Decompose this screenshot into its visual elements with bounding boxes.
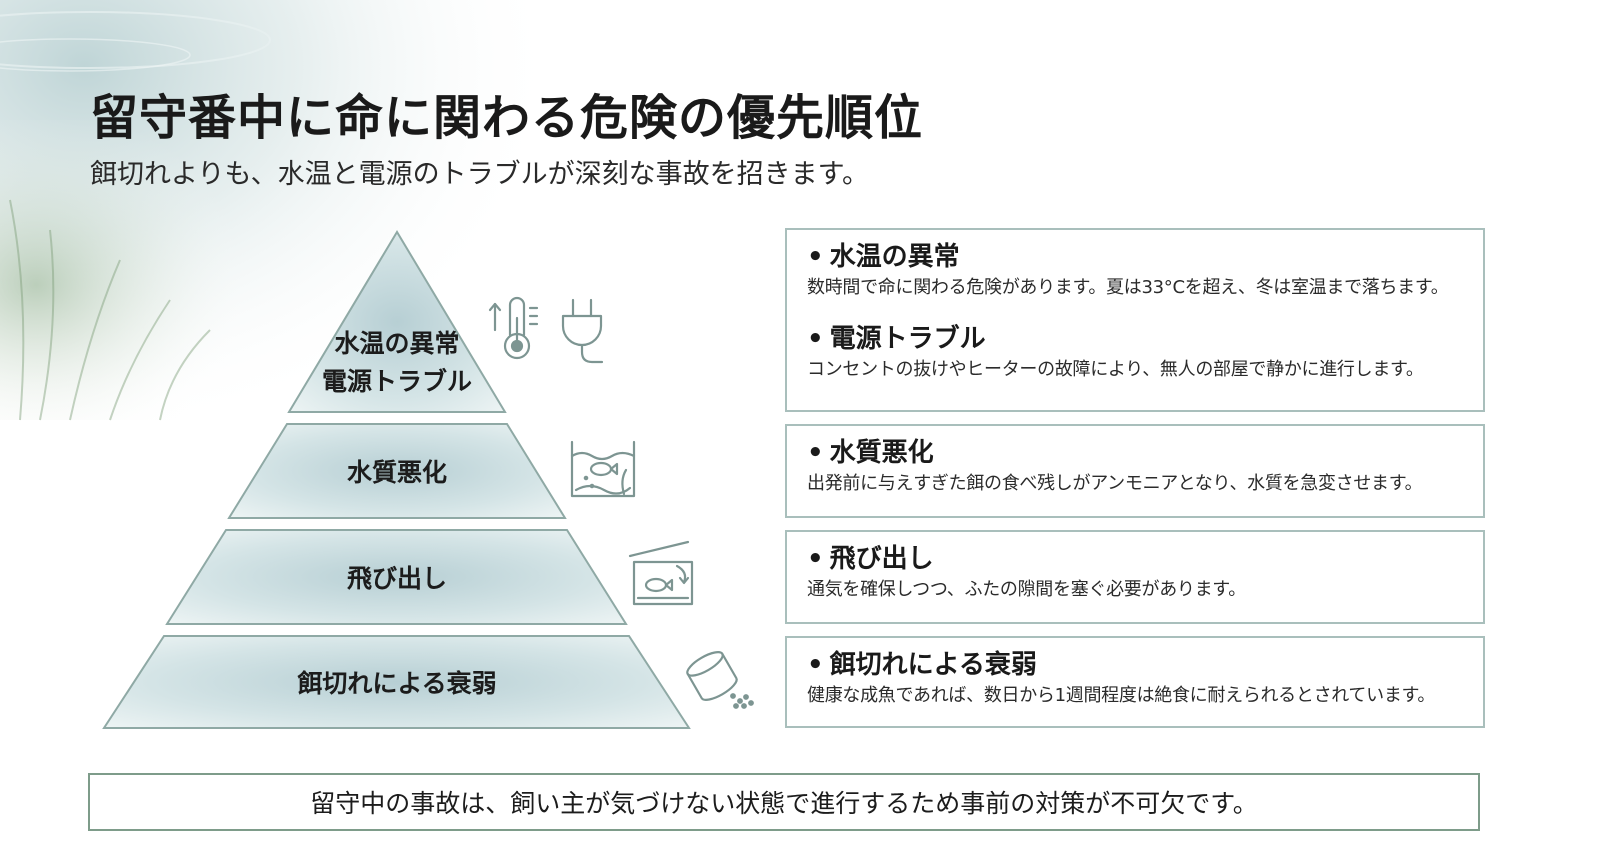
pyramid-tier-1-shape (287, 230, 507, 413)
aquarium-tank-icon (570, 440, 636, 498)
detail-heading: •電源トラブル (807, 322, 1463, 356)
detail-heading: •餌切れによる衰弱 (807, 648, 1463, 682)
detail-heading-text: 水温の異常 (829, 242, 960, 272)
bullet: • (807, 324, 824, 354)
pyramid-tier-2-shape (227, 423, 567, 519)
detail-text: 出発前に与えすぎた餌の食べ残しがアンモニアとなり、水質を急変させます。 (807, 473, 1423, 494)
thermometer-icon (488, 296, 539, 360)
pyramid-tier-2: 水質悪化 (227, 423, 567, 519)
pyramid-tier-4-label: 餌切れによる衰弱 (297, 669, 496, 698)
pyramid-tier-1-label-line-2: 電源トラブル (322, 367, 472, 396)
bullet: • (807, 438, 824, 468)
detail-text: 健康な成魚であれば、数日から1週間程度は絶食に耐えられるとされています。 (807, 685, 1436, 706)
page-title: 留守番中に命に関わる危険の優先順位 (90, 90, 924, 146)
detail-heading: •飛び出し (807, 542, 1463, 576)
pyramid-tier-4-shape (102, 635, 691, 729)
detail-item: •飛び出し 通気を確保しつつ、ふたの隙間を塞ぐ必要があります。 (807, 542, 1463, 604)
detail-text: 通気を確保しつつ、ふたの隙間を塞ぐ必要があります。 (807, 579, 1246, 600)
bullet: • (807, 544, 824, 574)
detail-item: •水温の異常 数時間で命に関わる危険があります。夏は33°Cを超え、冬は室温まで… (807, 240, 1463, 302)
pyramid-tier-1: 水温の異常 電源トラブル (287, 230, 507, 413)
footer-summary: 留守中の事故は、飼い主が気づけない状態で進行するため事前の対策が不可欠です。 (88, 773, 1480, 831)
detail-heading: •水温の異常 (807, 240, 1463, 274)
page-subtitle: 餌切れよりも、水温と電源のトラブルが深刻な事故を招きます。 (90, 159, 869, 190)
detail-heading-text: 餌切れによる衰弱 (829, 650, 1037, 680)
pyramid-tier-1-label-line-1: 水温の異常 (334, 329, 459, 358)
fish-tank-lid-icon (628, 540, 694, 606)
pyramid-tier-3-shape (165, 529, 628, 625)
detail-item: •餌切れによる衰弱 健康な成魚であれば、数日から1週間程度は絶食に耐えられるとさ… (807, 648, 1463, 710)
detail-box-4: •餌切れによる衰弱 健康な成魚であれば、数日から1週間程度は絶食に耐えられるとさ… (785, 636, 1485, 728)
detail-heading-text: 電源トラブル (829, 324, 986, 354)
pyramid-tier-3-label: 飛び出し (347, 564, 447, 593)
detail-box-3: •飛び出し 通気を確保しつつ、ふたの隙間を塞ぐ必要があります。 (785, 530, 1485, 624)
pyramid-tier-2-label: 水質悪化 (347, 458, 447, 487)
pyramid-tier-4: 餌切れによる衰弱 (102, 635, 691, 729)
bullet: • (807, 242, 824, 272)
bullet: • (807, 650, 824, 680)
detail-item: •電源トラブル コンセントの抜けやヒーターの故障により、無人の部屋で静かに進行し… (807, 322, 1463, 384)
detail-text: コンセントの抜けやヒーターの故障により、無人の部屋で静かに進行します。 (807, 359, 1424, 380)
pyramid-tier-3: 飛び出し (165, 529, 628, 625)
detail-box-2: •水質悪化 出発前に与えすぎた餌の食べ残しがアンモニアとなり、水質を急変させます… (785, 424, 1485, 518)
detail-heading: •水質悪化 (807, 436, 1463, 470)
detail-item: •水質悪化 出発前に与えすぎた餌の食べ残しがアンモニアとなり、水質を急変させます… (807, 436, 1463, 498)
food-can-icon (686, 651, 754, 709)
plug-icon (561, 298, 604, 364)
detail-heading-text: 水質悪化 (829, 438, 934, 468)
detail-box-1: •水温の異常 数時間で命に関わる危険があります。夏は33°Cを超え、冬は室温まで… (785, 228, 1485, 412)
detail-text: 数時間で命に関わる危険があります。夏は33°Cを超え、冬は室温まで落ちます。 (807, 277, 1449, 298)
detail-heading-text: 飛び出し (829, 544, 934, 574)
